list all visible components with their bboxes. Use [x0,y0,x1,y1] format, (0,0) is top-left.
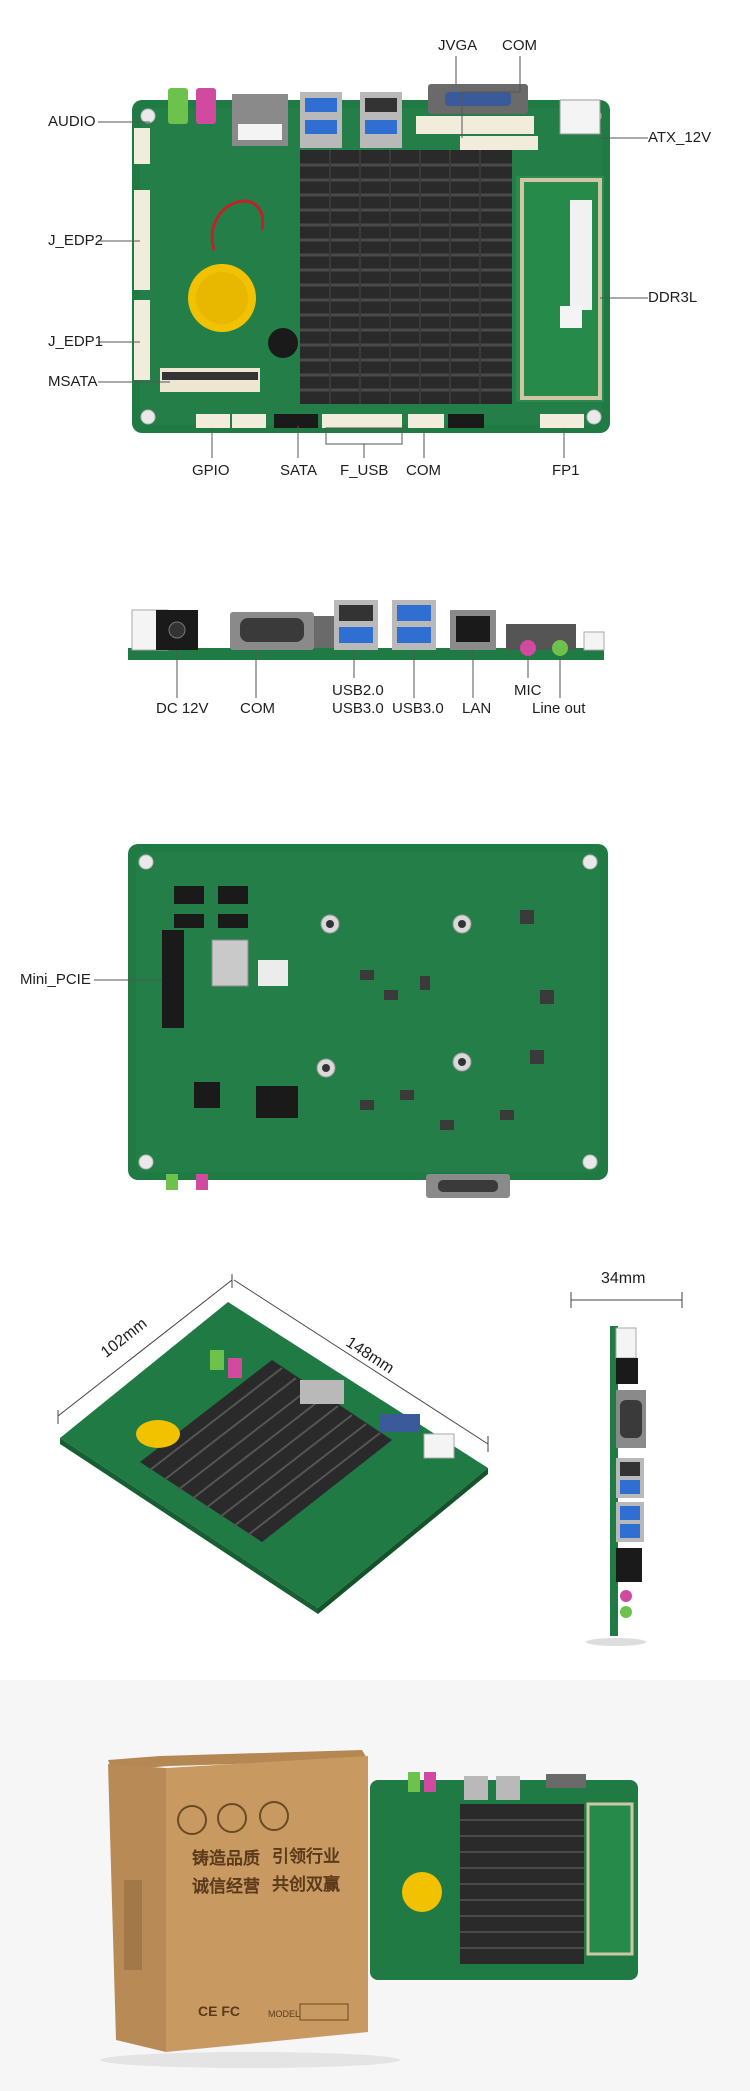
top-callouts [98,56,648,458]
heatsink-isometric [140,1360,392,1542]
heatsink-fins [300,163,512,392]
dimensions-section: 102mm 148mm 34mm [0,1230,750,1680]
label-j-edp1: J_EDP1 [48,333,104,350]
packaging-drawing [100,1750,638,2068]
label-jvga: JVGA [438,37,478,54]
label-mini-pcie: Mini_PCIE [20,971,91,988]
top-view-drawing [98,56,648,458]
dimension-lines [57,1274,683,1452]
io-mic-jack [520,640,536,656]
label-line-out: Line out [532,700,586,717]
bottom-view-section: Mini_PCIE [0,790,750,1230]
pcb-side-profile [610,1326,618,1636]
label-sata: SATA [280,462,317,479]
bottom-view-drawing [94,844,608,1198]
audio-green-jack [168,88,188,124]
label-usb30-a: USB3.0 [332,700,384,717]
label-atx-12v: ATX_12V [648,129,712,146]
label-usb20: USB2.0 [332,682,384,699]
label-f-usb: F_USB [340,462,389,479]
box-slogan-1a: 铸造品质 [192,1849,260,1869]
mini-pcie-slot [162,930,184,1028]
label-audio: AUDIO [48,113,96,130]
label-msata: MSATA [48,373,98,390]
top-view-section: AUDIO J_EDP2 J_EDP1 MSATA JVGA COM ATX_1… [0,0,750,500]
heatsink-top [300,150,512,404]
audio-pink-jack [196,88,216,124]
label-height-dim: 34mm [601,1270,646,1287]
label-io-com: COM [240,700,275,717]
label-mic: MIC [514,682,542,699]
label-j-edp2: J_EDP2 [48,232,104,249]
box-front [166,1756,368,2052]
label-lan: LAN [462,700,492,717]
label-fp1: FP1 [552,462,580,479]
label-com-bottom: COM [406,462,441,479]
label-gpio: GPIO [192,462,230,479]
box-model-label: MODEL [268,2009,301,2019]
box-slogan-2a: 诚信经营 [192,1877,260,1897]
label-com-top: COM [502,37,537,54]
label-usb30-b: USB3.0 [392,700,444,717]
rear-io-section: DC 12V COM USB2.0 USB3.0 USB3.0 LAN MIC … [0,500,750,790]
dimensions-drawing [57,1274,683,1646]
packaging-section: 铸造品质 引领行业 诚信经营 共创双赢 CE FC MODEL [0,1680,750,2091]
box-cert-marks: CE FC [198,2003,240,2019]
box-slogan-1b: 引领行业 [272,1847,340,1867]
box-slogan-2b: 共创双赢 [272,1875,340,1895]
label-ddr3l: DDR3L [648,289,698,306]
label-dc12v: DC 12V [156,700,209,717]
io-callouts [176,650,561,698]
rear-io-drawing [128,600,605,698]
io-lineout-jack [552,640,568,656]
